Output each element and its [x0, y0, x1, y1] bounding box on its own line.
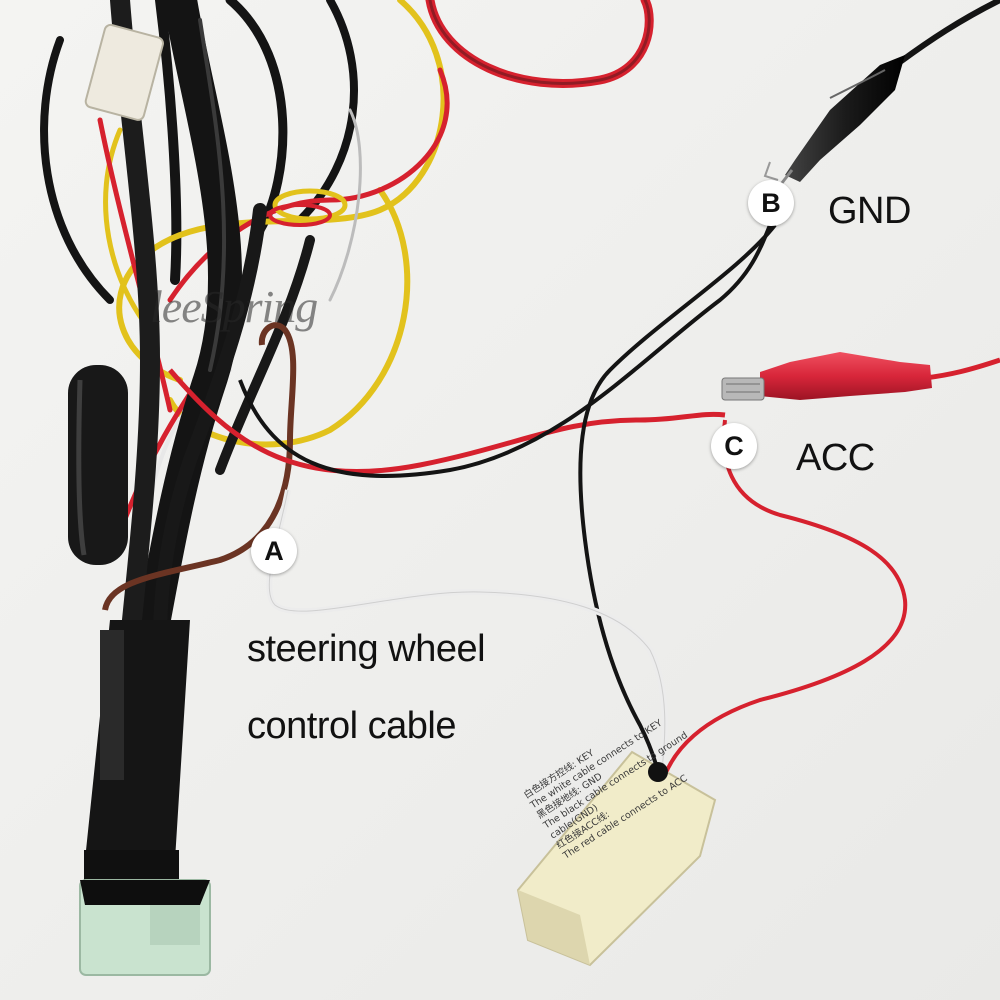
callout-c: C [711, 423, 757, 469]
heat-shrink-sleeve [68, 365, 128, 565]
top-connector [84, 23, 164, 121]
steering-wheel-label-line2: control cable [247, 705, 456, 747]
gnd-black-wire-upper [238, 224, 772, 478]
callout-b: B [748, 180, 794, 226]
acc-label: ACC [796, 437, 875, 479]
gnd-label: GND [828, 190, 911, 232]
main-cable-bundle [110, 0, 315, 657]
brand-watermark: leeSpring [150, 281, 318, 332]
relay-module [516, 750, 717, 967]
black-alligator-clip [763, 55, 905, 189]
acc-red-wire [663, 419, 908, 776]
red-alligator-clip [721, 352, 932, 401]
acc-red-wire-upper [168, 368, 726, 475]
lower-sheathed-bundle [79, 620, 211, 976]
gnd-black-wire [578, 223, 777, 773]
callout-a: A [251, 528, 297, 574]
steering-wheel-label-line1: steering wheel [247, 628, 486, 670]
